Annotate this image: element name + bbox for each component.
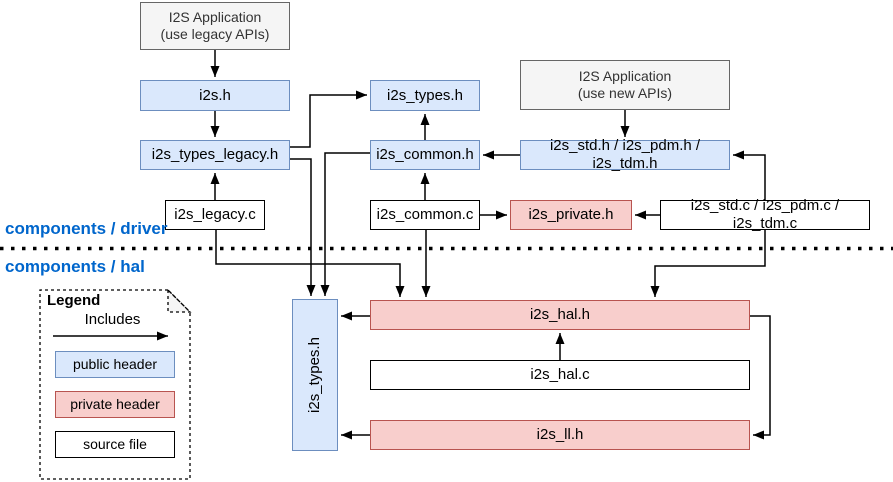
i2s-h-label: i2s.h — [199, 86, 231, 104]
i2s-common-c-box: i2s_common.c — [370, 200, 480, 230]
i2s-private-h-box: i2s_private.h — [510, 200, 632, 230]
i2s-types-h-box: i2s_types.h — [370, 80, 480, 111]
legend-public-header-swatch: public header — [55, 351, 175, 378]
i2s-common-h-label: i2s_common.h — [376, 146, 474, 163]
i2s-types-h-hal-label: i2s_types.h — [306, 337, 324, 413]
i2s-hal-h-label: i2s_hal.h — [529, 306, 591, 323]
app-new-line1: I2S Application — [578, 68, 672, 85]
section-label-driver: components / driver — [5, 219, 168, 238]
legend-private-header-swatch: private header — [55, 391, 175, 418]
legend-private-header-label: private header — [70, 396, 160, 413]
app-new-box: I2S Application (use new APIs) — [520, 60, 730, 110]
edge-i2s-hal-h-to-i2s-ll-h — [750, 315, 771, 440]
edge-i2s-types-legacy-h-to-i2s-types-h — [290, 90, 367, 148]
i2s-std-pdm-tdm-h-box: i2s_std.h / i2s_pdm.h / i2s_tdm.h — [520, 137, 730, 172]
legend-public-header-label: public header — [72, 356, 158, 373]
edge-i2s-types-legacy-h-to-i2s-types-h-hal — [290, 158, 316, 296]
i2s-types-h-hal-box: i2s_types.h — [292, 299, 338, 451]
i2s-legacy-c-label: i2s_legacy.c — [174, 206, 256, 223]
legend-note-fold — [167, 288, 192, 313]
legend-includes-label: Includes — [84, 311, 141, 328]
edge-i2s-legacy-c-to-i2s-hal-h — [215, 230, 405, 297]
app-legacy-box: I2S Application (use legacy APIs) — [140, 2, 290, 50]
i2s-std-pdm-tdm-c-label: i2s_std.c / i2s_pdm.c / i2s_tdm.c — [690, 197, 840, 232]
i2s-types-legacy-h-box: i2s_types_legacy.h — [140, 140, 290, 170]
i2s-common-h-box: i2s_common.h — [370, 140, 480, 170]
section-label-hal: components / hal — [5, 257, 145, 276]
i2s-types-h-label: i2s_types.h — [387, 86, 463, 104]
app-legacy-line1: I2S Application — [168, 9, 262, 26]
i2s-ll-h-box: i2s_ll.h — [370, 420, 750, 450]
legend-source-file-label: source file — [83, 436, 147, 453]
i2s-types-legacy-h-label: i2s_types_legacy.h — [151, 146, 279, 163]
app-new-line2: (use new APIs) — [577, 85, 673, 101]
i2s-ll-h-label: i2s_ll.h — [536, 426, 584, 443]
edge-i2s-common-h-to-i2s-types-h-hal — [320, 152, 370, 296]
app-legacy-line2: (use legacy APIs) — [160, 26, 270, 42]
edge-i2s-std-c-to-i2s-hal-h — [650, 230, 766, 297]
legend-title: Legend — [47, 292, 101, 309]
i2s-std-pdm-tdm-h-label: i2s_std.h / i2s_pdm.h / i2s_tdm.h — [549, 137, 701, 172]
i2s-hal-c-box: i2s_hal.c — [370, 360, 750, 390]
i2s-hal-c-label: i2s_hal.c — [530, 366, 590, 383]
edge-i2s-std-c-to-i2s-std-h — [733, 150, 766, 200]
i2s-std-pdm-tdm-c-box: i2s_std.c / i2s_pdm.c / i2s_tdm.c — [660, 197, 870, 232]
i2s-common-c-label: i2s_common.c — [376, 206, 474, 223]
legend-source-file-swatch: source file — [55, 431, 175, 458]
i2s-private-h-label: i2s_private.h — [528, 206, 614, 223]
i2s-h-box: i2s.h — [140, 80, 290, 111]
i2s-hal-h-box: i2s_hal.h — [370, 300, 750, 330]
i2s-legacy-c-box: i2s_legacy.c — [165, 200, 265, 230]
